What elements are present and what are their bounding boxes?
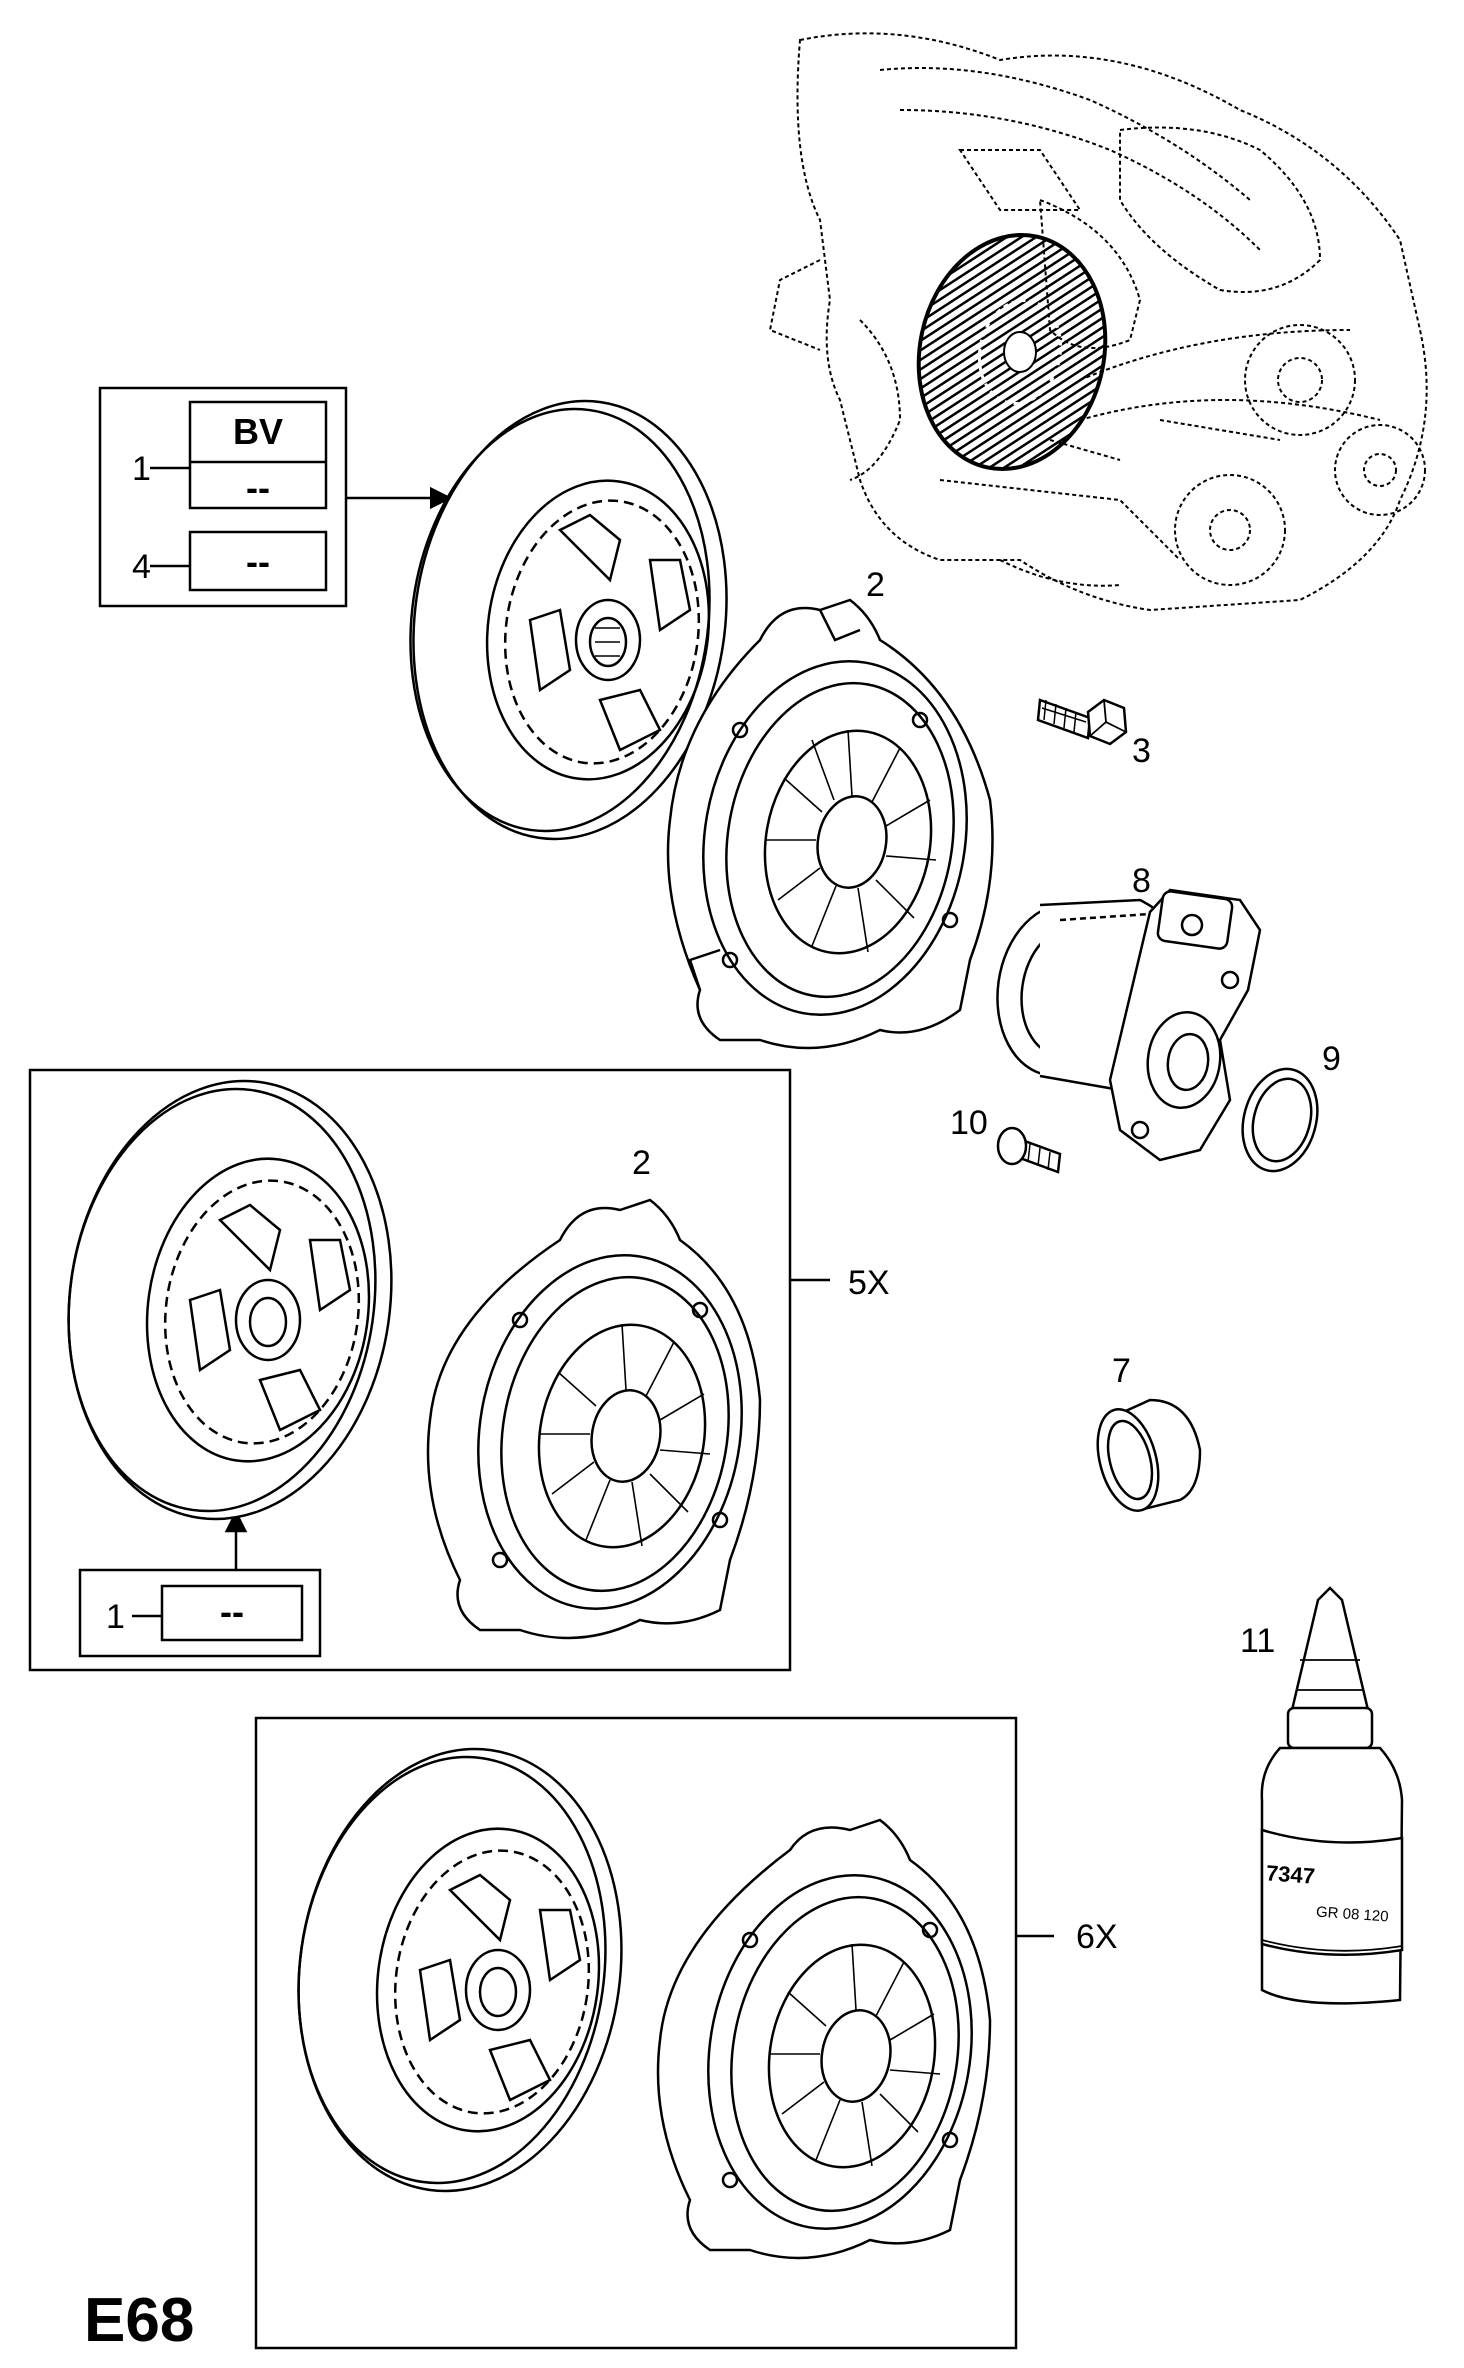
callout-sealant: 11 <box>1240 1622 1276 1660</box>
kit-5x-box <box>28 1068 830 1672</box>
pressure-plate-kit-6x <box>656 1818 992 2260</box>
callout-bolt: 3 <box>1132 732 1151 770</box>
legend-slot4-value: -- <box>246 541 270 582</box>
callout-o-ring: 9 <box>1322 1040 1341 1078</box>
pressure-plate-top <box>666 598 994 1050</box>
callout-pressure-plate-top: 2 <box>866 566 885 604</box>
bottle-label-code: 7347 <box>1265 1860 1316 1889</box>
kit-6x-box <box>254 1716 1054 2350</box>
pressure-plate-kit-5x <box>426 1198 762 1640</box>
screw <box>996 1126 1062 1174</box>
callout-screw: 10 <box>950 1104 988 1142</box>
callout-kit-5x: 5X <box>848 1264 890 1302</box>
kit-legend-slot1-value: -- <box>220 1591 244 1632</box>
o-ring <box>1241 1067 1319 1173</box>
sealant-bottle <box>1260 1586 1404 2005</box>
callout-kit-6x: 6X <box>1076 1918 1118 1956</box>
legend-callout-4: 4 <box>132 548 151 586</box>
callout-pressure-plate-kit: 2 <box>632 1144 651 1182</box>
engine-ghost-drawing <box>768 32 1428 612</box>
clutch-disc-kit-6x <box>297 1747 623 2193</box>
legend-header-bv: BV <box>232 411 283 452</box>
engine-flywheel-highlight <box>916 233 1108 471</box>
legend-callout-1: 1 <box>132 450 151 488</box>
release-bearing <box>996 888 1262 1162</box>
callout-bushing: 7 <box>1112 1352 1131 1390</box>
kit-legend-callout-1: 1 <box>106 1598 125 1636</box>
diagram-code: E68 <box>84 2286 195 2355</box>
bolt <box>1036 698 1128 746</box>
legend-slot1-value: -- <box>246 467 270 508</box>
callout-release-bearing: 8 <box>1132 862 1151 900</box>
bushing <box>1096 1398 1202 1512</box>
clutch-disc-kit-5x <box>67 1079 393 1521</box>
clutch-disc-top <box>409 399 728 841</box>
